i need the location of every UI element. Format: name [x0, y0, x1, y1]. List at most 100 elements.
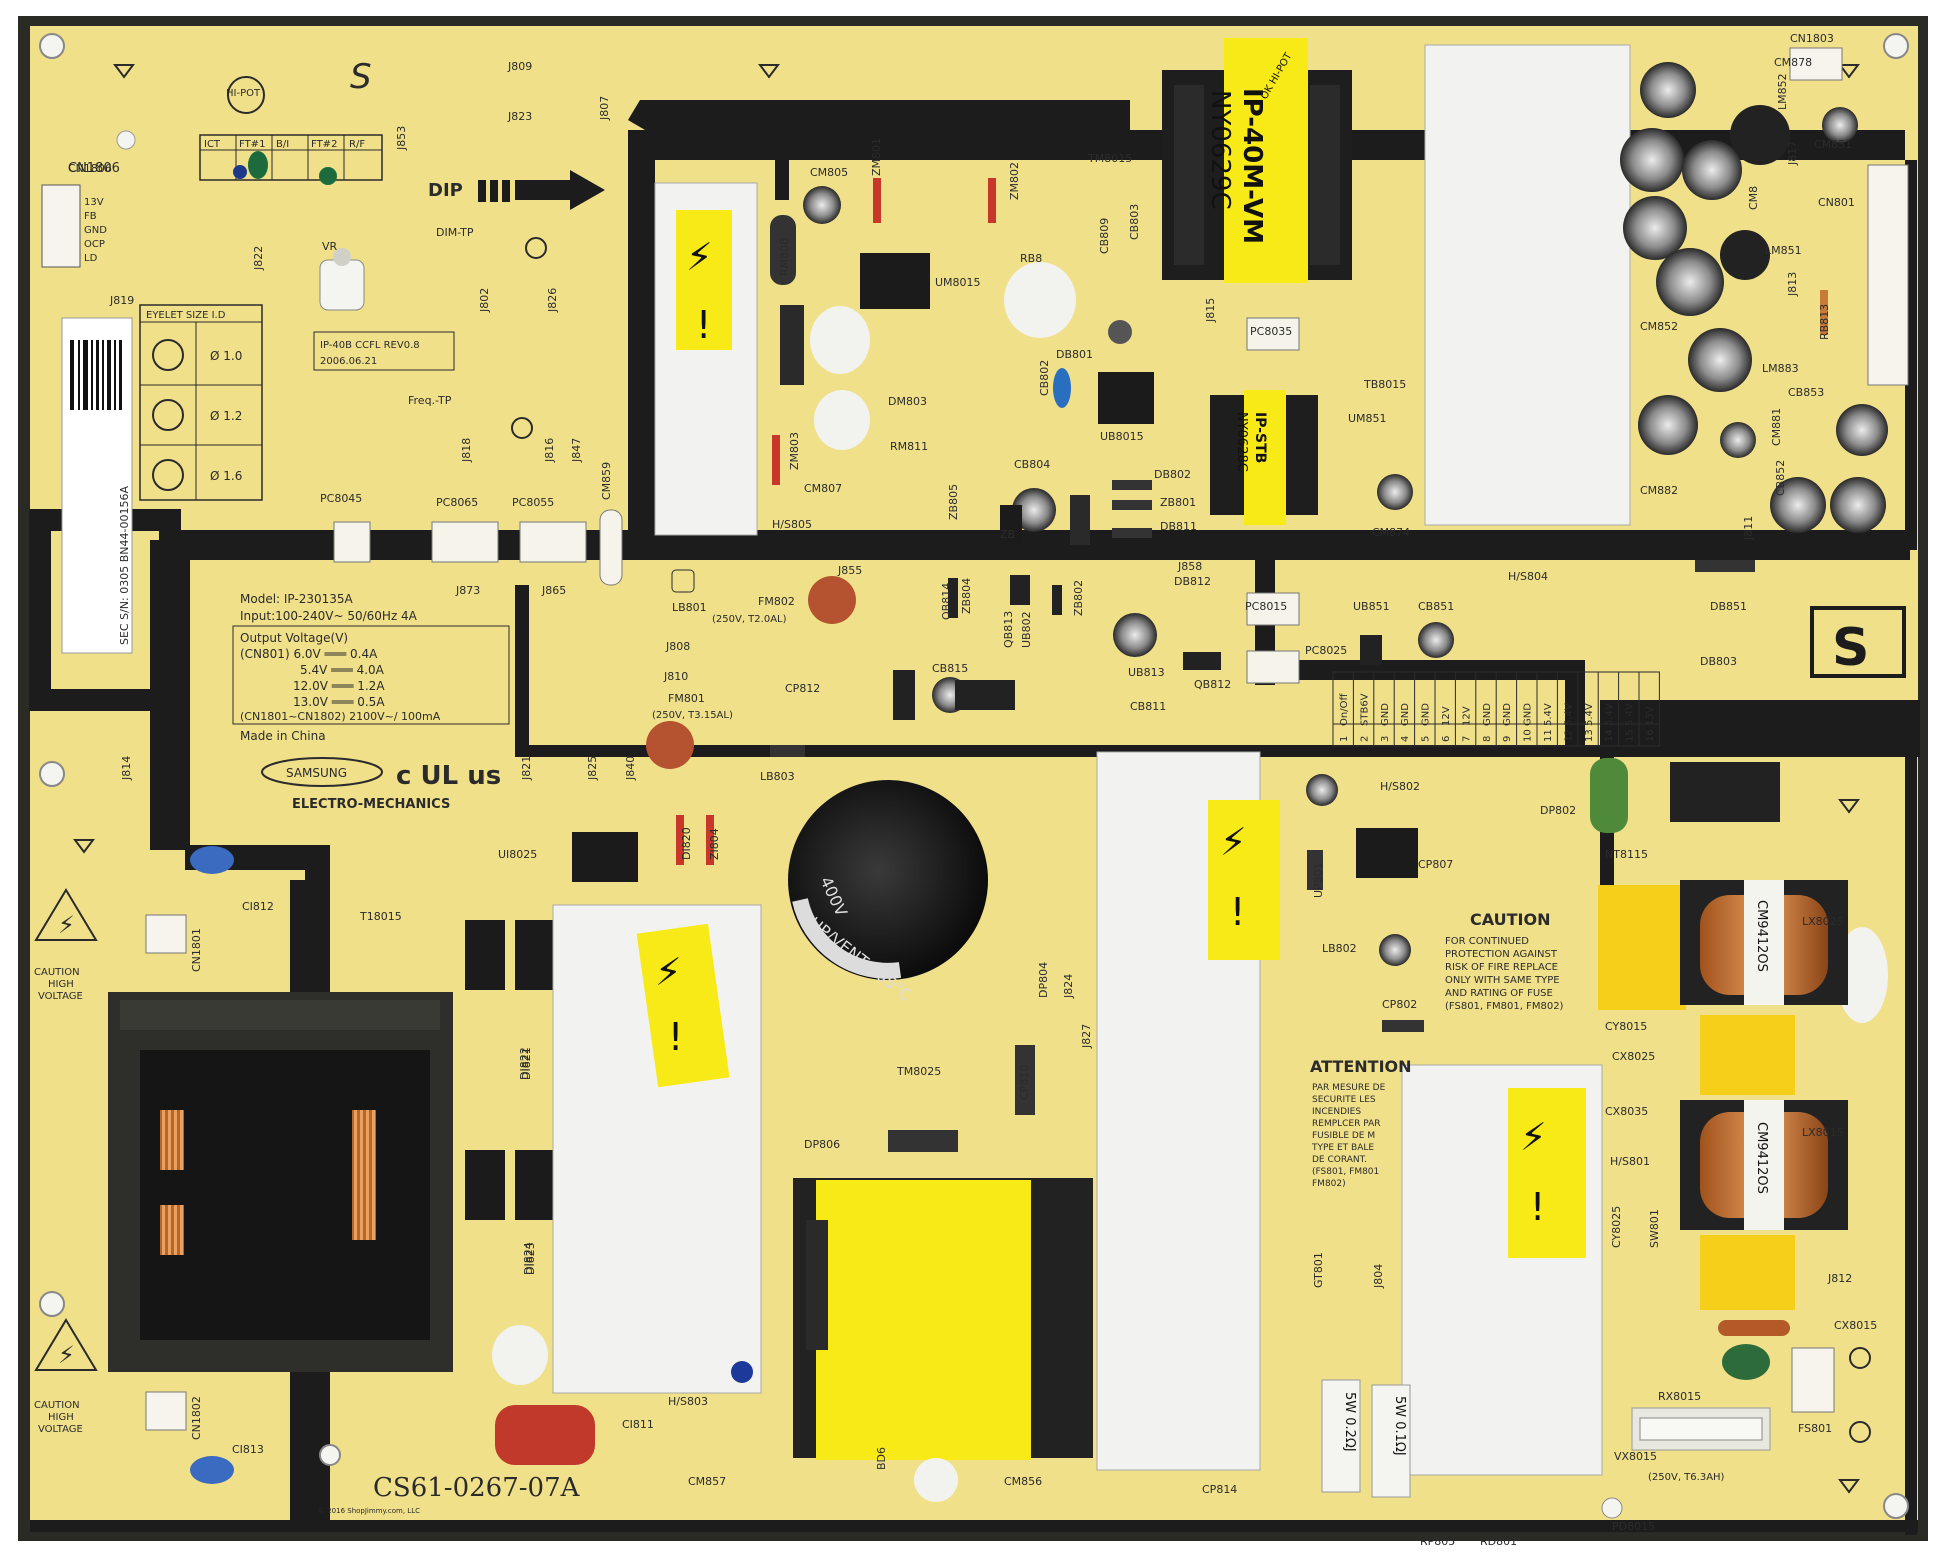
ref-designator: J815: [1204, 298, 1217, 323]
ref-designator: H/S805: [772, 518, 812, 531]
svg-text:12.0V ═══ 1.2A: 12.0V ═══ 1.2A: [293, 679, 385, 693]
svg-text:Input:100-240V~ 50/60Hz 4A: Input:100-240V~ 50/60Hz 4A: [240, 609, 418, 623]
glue-blob: [914, 1458, 958, 1502]
mounting-holes: [39, 33, 1909, 1519]
cn1806-connector: CN1806 13V FB GND OCP LD: [41, 161, 120, 268]
fm802-rating: (250V, T2.0AL): [712, 614, 787, 625]
pin-number: 9: [1502, 736, 1513, 742]
svg-text:!: !: [668, 1015, 683, 1059]
cn1802-connector: [145, 1391, 187, 1431]
pin-number: 3: [1380, 736, 1391, 742]
ref-designator: H/S801: [1610, 1155, 1650, 1168]
ref-designator: LM852: [1776, 73, 1789, 110]
svg-text:ATTENTION: ATTENTION: [1310, 1057, 1412, 1076]
ref-designator: QB812: [1194, 678, 1231, 691]
pin-name: GND: [1380, 703, 1391, 726]
svg-text:AND RATING OF FUSE: AND RATING OF FUSE: [1445, 988, 1553, 999]
svg-text:5W 0.1ΩJ: 5W 0.1ΩJ: [1392, 1396, 1407, 1456]
pin-number: 10: [1523, 729, 1534, 742]
svg-text:FT#1: FT#1: [239, 139, 265, 150]
ref-designator: J814: [120, 756, 133, 781]
ref-designator: CP812: [785, 682, 820, 695]
svg-text:SECURITE LES: SECURITE LES: [1312, 1095, 1376, 1105]
ref-designator: PD8015: [1612, 1520, 1655, 1533]
pin-name: 13V: [1645, 706, 1656, 726]
ref-designator: DB801: [1056, 348, 1093, 361]
ref-designator: CM851: [1814, 138, 1852, 151]
ref-designator: DB812: [1174, 575, 1211, 588]
pin-name: GND: [1400, 703, 1411, 726]
svg-text:CM9412OS: CM9412OS: [1754, 900, 1769, 972]
svg-text:13.0V ═══ 0.5A: 13.0V ═══ 0.5A: [293, 695, 385, 709]
svg-text:(FS801, FM801: (FS801, FM801: [1312, 1167, 1379, 1177]
ref-designator: ZB804: [960, 578, 973, 614]
ref-designator: CI813: [232, 1443, 264, 1456]
ref-designator: J802: [478, 288, 491, 313]
ref-designator: DB802: [1154, 468, 1191, 481]
ref-designator: GT801: [1312, 1252, 1325, 1288]
pin-number: 8: [1482, 736, 1493, 742]
svg-text:FT#2: FT#2: [311, 139, 337, 150]
svg-text:!: !: [1230, 890, 1245, 934]
ref-designator: UI8025: [498, 848, 537, 861]
pin-number: 1: [1339, 736, 1350, 742]
pin-name: GND: [1502, 703, 1513, 726]
ref-designator: PC8055: [512, 496, 554, 509]
svg-text:INCENDIES: INCENDIES: [1312, 1107, 1361, 1117]
ref-designator: RD801: [1480, 1535, 1517, 1548]
pin-name: 12V: [1461, 706, 1472, 726]
ref-designator: H/S803: [668, 1395, 708, 1408]
svg-text:CAUTION: CAUTION: [34, 967, 80, 978]
ref-designator: DB811: [1160, 520, 1197, 533]
pin-name: 5.4V: [1625, 703, 1636, 726]
pin-name: 5.4V: [1584, 703, 1595, 726]
svg-text:DIP: DIP: [428, 180, 463, 201]
ref-designator: J816: [543, 438, 556, 463]
attention-notice: ATTENTION PAR MESURE DE SECURITE LES INC…: [1310, 1057, 1412, 1189]
pin-number: 7: [1461, 736, 1472, 742]
svg-text:PROTECTION AGAINST: PROTECTION AGAINST: [1445, 949, 1558, 960]
ref-designator: CN1803: [1790, 32, 1834, 45]
ref-designator: CX8035: [1605, 1105, 1648, 1118]
ref-designator: J819: [109, 294, 134, 307]
ref-designator: ZB801: [1160, 496, 1196, 509]
ref-designator: CI811: [622, 1418, 654, 1431]
ref-designator: DP804: [1037, 962, 1050, 998]
svg-text:5.4V ═══ 4.0A: 5.4V ═══ 4.0A: [300, 663, 385, 677]
ref-designator: J824: [1062, 974, 1075, 999]
ref-designator: CX8025: [1612, 1050, 1655, 1063]
glue-blob: [492, 1325, 548, 1385]
svg-text:VOLTAGE: VOLTAGE: [38, 991, 83, 1002]
svg-text:ONLY WITH SAME TYPE: ONLY WITH SAME TYPE: [1445, 975, 1560, 986]
ref-designator: TM8015: [1087, 152, 1132, 165]
ref-designator: RX8015: [1658, 1390, 1701, 1403]
ref-designator: J817: [1786, 141, 1799, 166]
svg-text:⚡: ⚡: [58, 911, 75, 939]
svg-text:13V: 13V: [84, 197, 104, 208]
svg-text:LD: LD: [84, 253, 98, 264]
ref-designator: LB802: [1322, 942, 1357, 955]
ref-designator: CM857: [688, 1475, 726, 1488]
ref-designator: CP810: [1018, 1065, 1031, 1100]
corner-markers: [73, 64, 1860, 1494]
pin-name: GND: [1523, 703, 1534, 726]
cn1801-connector: [145, 914, 187, 954]
ref-designator: SW801: [1648, 1209, 1661, 1248]
svg-text:⚡: ⚡: [1220, 820, 1247, 864]
ref-designator: CM859: [600, 462, 613, 500]
ref-designator: CB809: [1098, 218, 1111, 254]
pin-number: 5: [1421, 736, 1432, 742]
ref-designator: CB852: [1774, 460, 1787, 496]
ref-designator: PC8035: [1250, 325, 1292, 338]
ref-designator: J865: [541, 584, 566, 597]
ref-designator: ZM801: [870, 138, 883, 176]
svg-text:TYPE ET BALE: TYPE ET BALE: [1311, 1143, 1374, 1153]
svg-text:IP-STB: IP-STB: [1252, 412, 1268, 463]
ref-designator: J873: [455, 584, 480, 597]
svg-text:(CN1801~CN1802) 2100V~/ 100mA: (CN1801~CN1802) 2100V~/ 100mA: [240, 710, 441, 723]
pin-name: 5.4V: [1604, 703, 1615, 726]
pin-name: GND: [1482, 703, 1493, 726]
ref-designator: ZM802: [1008, 162, 1021, 200]
